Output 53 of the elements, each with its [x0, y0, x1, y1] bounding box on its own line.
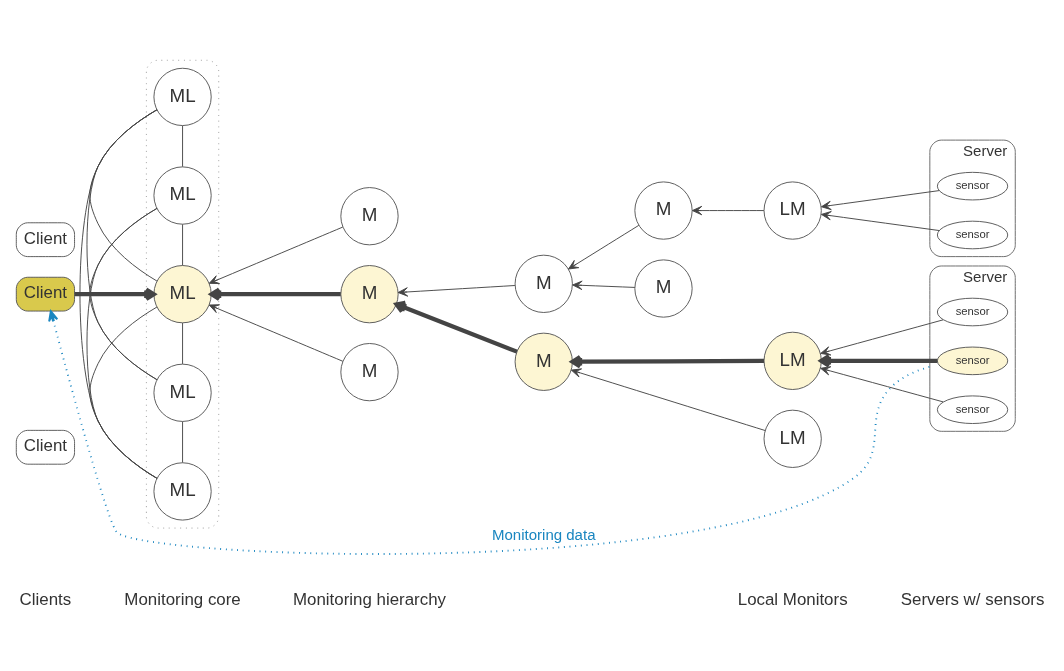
arrow [572, 280, 636, 291]
connector [182, 421, 184, 463]
connector [182, 125, 184, 168]
node-circle: M [340, 265, 399, 324]
node-circle: LM [763, 331, 822, 390]
node-box: Client [15, 276, 75, 312]
arrow [820, 319, 944, 356]
node-ellipse: sensor [936, 220, 1009, 250]
node-ellipse: sensor [936, 346, 1009, 376]
node-circle: M [634, 259, 693, 318]
node-circle: LM [763, 409, 822, 468]
arrow [570, 354, 764, 369]
arrow [209, 287, 341, 302]
node-circle: M [340, 343, 399, 402]
edge-label: Monitoring data [491, 526, 596, 544]
node-ellipse: sensor [936, 297, 1009, 327]
arrow [208, 226, 344, 285]
label: Local Monitors [737, 590, 848, 610]
arrow [691, 205, 765, 216]
arrow [570, 368, 766, 431]
node-circle: ML [153, 462, 212, 521]
connector [182, 223, 184, 266]
connector [86, 207, 158, 479]
arrow [397, 285, 516, 297]
connector [182, 322, 184, 365]
arrow [820, 211, 940, 231]
arrow [74, 287, 156, 302]
node-circle: M [340, 187, 399, 246]
node-circle: M [634, 181, 693, 240]
connector [79, 109, 158, 479]
label: Clients [19, 590, 72, 610]
arrow [394, 300, 518, 354]
node-circle: ML [153, 363, 212, 422]
node-circle: M [514, 254, 573, 313]
node-circle: M [514, 332, 573, 391]
arrow [568, 224, 640, 270]
label: Monitoring hierarchy [292, 590, 447, 610]
arrow [820, 366, 944, 403]
node-ellipse: sensor [936, 171, 1009, 201]
arrow [208, 304, 344, 362]
label: Servers w/ sensors [900, 590, 1045, 610]
node-box: Client [15, 429, 75, 465]
node-box: Client [15, 222, 75, 258]
node-circle: ML [153, 166, 212, 225]
node-circle: LM [763, 181, 822, 240]
node-ellipse: sensor [936, 395, 1009, 424]
connector [89, 306, 158, 479]
node-circle: ML [153, 67, 212, 127]
arrow [819, 354, 938, 368]
node-circle: ML [153, 265, 212, 324]
label: Monitoring core [124, 590, 241, 610]
arrow [48, 310, 931, 555]
arrow [820, 190, 940, 211]
